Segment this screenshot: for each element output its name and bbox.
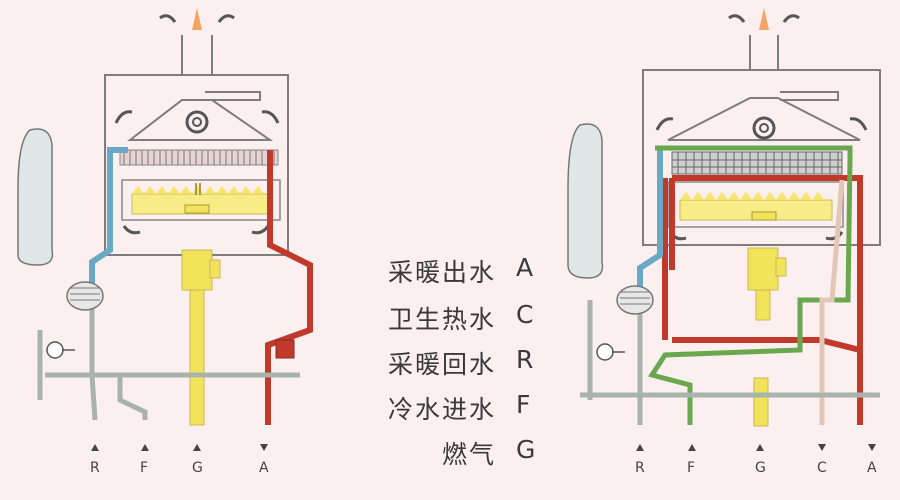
legend-row-heating-return: 采暖回水 R: [358, 345, 558, 379]
left-air-pressure-switch: [205, 91, 261, 101]
right-gas-pipe-upper: [755, 289, 771, 321]
left-exhaust-curl-right-icon: [217, 14, 235, 23]
legend-row-gas: 燃气 G: [358, 435, 558, 469]
right-pump: [616, 285, 654, 315]
right-port-label-c: C: [817, 460, 827, 476]
right-port-label-a: A: [867, 460, 877, 476]
right-casing: [642, 69, 881, 246]
left-heating-supply-pipe: [265, 150, 313, 425]
legend-label: 卫生热水: [387, 305, 496, 334]
right-heating-supply-pipe: [662, 175, 863, 425]
left-gas-valve: [181, 249, 213, 291]
left-safety-valve: [275, 339, 295, 359]
legend-label: 采暖出水: [387, 258, 496, 287]
left-flow-arrow-icon: [114, 110, 133, 124]
right-domestic-hot-water-pipe: [648, 145, 853, 425]
left-chimney: [181, 35, 213, 75]
left-fan-icon: [185, 110, 209, 134]
right-pressure-gauge-icon: [596, 343, 614, 361]
legend-row-heating-supply: 采暖出水 A: [358, 253, 558, 287]
legend-label: 冷水进水: [387, 395, 496, 424]
right-gas-valve-coil: [775, 257, 787, 277]
legend-code: A: [516, 253, 536, 282]
left-gas-pipe: [189, 289, 205, 426]
right-fan-icon: [752, 116, 776, 140]
left-port-label-f: F: [140, 460, 148, 476]
right-heat-exchanger: [671, 151, 843, 175]
right-fan-hub: [759, 123, 769, 133]
right-exhaust-arrow-icon: [759, 8, 769, 30]
right-port-label-r: R: [635, 460, 645, 476]
right-air-pressure-switch: [780, 91, 839, 101]
left-flow-arrow-icon: [122, 225, 270, 235]
right-flow-arrow-icon: [849, 117, 868, 131]
right-exhaust-curl-right-icon: [782, 14, 800, 23]
left-gas-valve-stem: [195, 183, 201, 195]
left-exhaust-arrow-icon: [192, 8, 202, 30]
left-port-label-r: R: [90, 460, 100, 476]
left-boiler: [17, 8, 313, 426]
legend-row-domestic-hot-water: 卫生热水 C: [358, 300, 558, 334]
right-gas-pipe-lower: [753, 377, 769, 427]
right-cold-water-pipe: [580, 300, 880, 425]
left-heating-return-pipe: [89, 147, 128, 300]
right-flue-hood: [667, 97, 861, 141]
left-port-label-a: A: [259, 460, 269, 476]
legend-code: C: [516, 300, 536, 329]
left-port-label-g: G: [192, 460, 203, 476]
right-burner: [667, 181, 844, 228]
left-exhaust-curl-left-icon: [159, 14, 177, 23]
left-fan-hub: [192, 117, 202, 127]
right-port-label-g: G: [755, 460, 766, 476]
legend-code: G: [516, 435, 538, 464]
right-port-arrows: [636, 444, 876, 451]
legend-label: 采暖回水: [387, 350, 496, 379]
left-gas-valve-coil: [209, 259, 221, 279]
right-flow-arrow-icon: [655, 117, 674, 131]
right-exhaust-curl-left-icon: [728, 14, 746, 23]
left-cold-water-pipe: [37, 300, 300, 421]
right-hot-outlet-pipe: [819, 179, 845, 425]
left-flow-arrow-icon: [261, 110, 280, 124]
right-flow-arrow-icon: [668, 231, 844, 241]
right-gas-valve: [747, 247, 779, 291]
left-pump: [66, 281, 104, 311]
left-expansion-tank: [17, 128, 54, 266]
right-expansion-tank: [567, 123, 604, 279]
left-burner: [121, 179, 281, 221]
legend-row-cold-water: 冷水进水 F: [358, 390, 558, 424]
legend-label: 燃气: [441, 440, 496, 469]
right-chimney: [749, 35, 779, 70]
legend-code: R: [516, 345, 536, 374]
left-heat-exchanger: [119, 149, 279, 166]
legend-code: F: [516, 390, 533, 419]
right-port-label-f: F: [687, 460, 695, 476]
left-pressure-gauge-icon: [46, 341, 64, 359]
left-port-arrows: [91, 444, 268, 451]
right-boiler: [567, 8, 881, 427]
right-heating-return-pipe: [637, 148, 663, 292]
